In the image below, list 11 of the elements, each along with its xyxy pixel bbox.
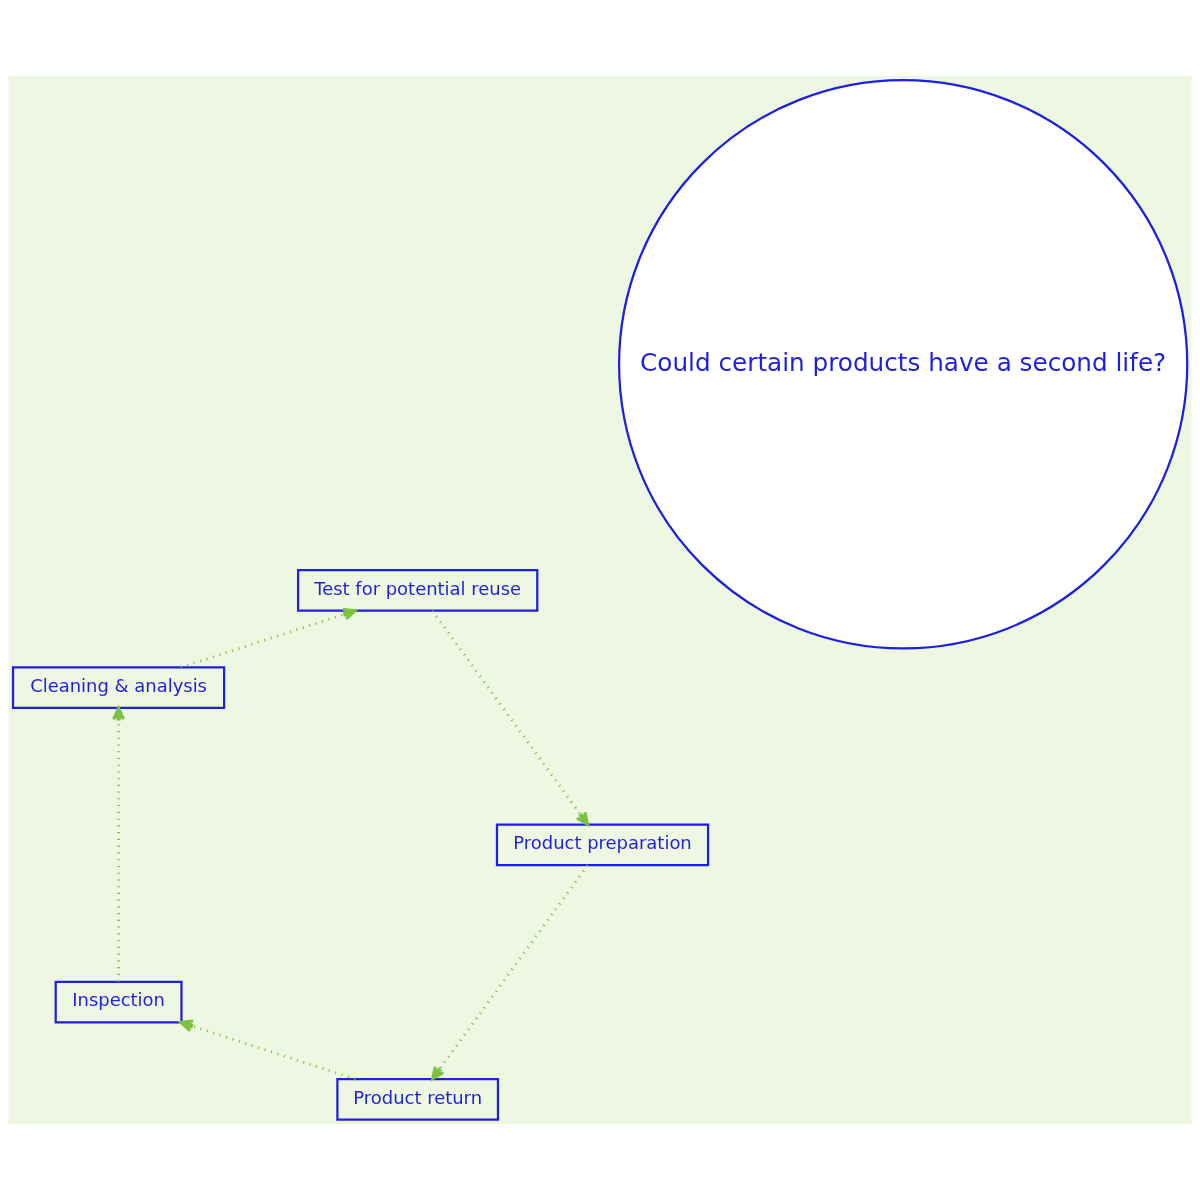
node-box: Product preparation [495,823,710,867]
arrow [112,706,126,982]
node-box: Cleaning & analysis [11,666,226,709]
node-box: Inspection [54,980,183,1024]
arrow [180,607,357,669]
arrow [431,610,590,826]
arrow [179,1019,356,1081]
node-box: Product return [336,1077,500,1121]
node-circle: Could certain products have a second life? [617,79,1189,650]
node-box: Test for potential reuse [296,569,539,612]
arrow [431,864,589,1081]
